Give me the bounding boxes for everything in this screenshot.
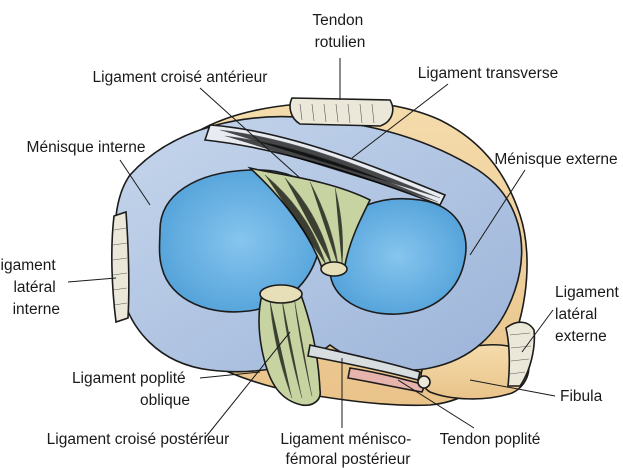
label-line: externe — [555, 328, 607, 345]
acl-stump — [321, 262, 347, 276]
label-fibula: Fibula — [560, 388, 603, 405]
label-line: Ménisque externe — [494, 151, 617, 168]
label-line: latéral — [555, 306, 597, 323]
label-ligament-lateral-interne: Ligament latéral interne — [0, 257, 60, 318]
label-line: fémoral postérieur — [286, 451, 411, 468]
label-ligament-croise-posterieur: Ligament croisé postérieur — [47, 431, 230, 448]
label-line: rotulien — [315, 34, 366, 51]
label-line: Ligament — [0, 257, 56, 274]
label-menisque-interne: Ménisque interne — [27, 139, 146, 156]
label-line: Ménisque interne — [27, 139, 146, 156]
label-menisque-externe: Ménisque externe — [494, 151, 617, 168]
label-ligament-lateral-externe: Ligament latéral externe — [555, 284, 623, 345]
pcl-stump — [260, 285, 302, 303]
label-line: Fibula — [560, 388, 603, 405]
label-line: interne — [13, 301, 60, 318]
medial-collateral-ligament — [112, 212, 129, 322]
label-line: Ligament poplité — [72, 370, 186, 387]
label-line: Ligament croisé antérieur — [93, 69, 268, 86]
label-line: Tendon — [312, 12, 363, 29]
label-line: oblique — [140, 392, 190, 409]
leader-lli — [68, 278, 116, 282]
label-ligament-transverse: Ligament transverse — [418, 65, 558, 82]
label-tendon-rotulien: Tendon rotulien — [312, 12, 367, 51]
label-ligament-croise-anterieur: Ligament croisé antérieur — [93, 69, 268, 86]
label-line: Ligament transverse — [418, 65, 558, 82]
label-ligament-menisco-femoral: Ligament ménisco- fémoral postérieur — [280, 431, 415, 468]
label-line: Ligament ménisco- — [280, 431, 411, 448]
lateral-collateral-ligament — [506, 322, 534, 386]
label-line: Tendon poplité — [440, 431, 541, 448]
patellar-tendon — [290, 98, 393, 126]
label-line: Ligament croisé postérieur — [47, 431, 230, 448]
label-line: Ligament — [555, 284, 619, 301]
label-ligament-poplite-oblique: Ligament poplité oblique — [72, 370, 190, 409]
popliteus-tendon-knob — [418, 376, 430, 388]
label-tendon-poplite: Tendon poplité — [440, 431, 541, 448]
label-line: latéral — [13, 279, 55, 296]
